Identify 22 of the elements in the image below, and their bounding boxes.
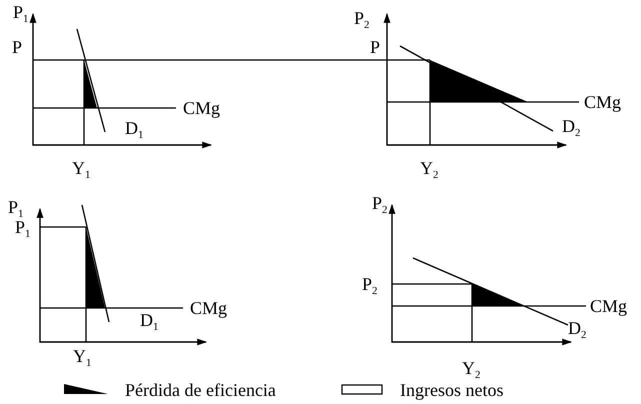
axis-label: D$_{2}$ <box>568 319 586 341</box>
axis-label: Y$_{1}$ <box>73 347 92 369</box>
axis-label: P$_{1}$ <box>8 198 24 220</box>
axis-label: D$_{1}$ <box>140 311 158 333</box>
legend-label: Pérdida de eficiencia <box>125 381 276 399</box>
axis-label: Y$_{2}$ <box>420 159 438 181</box>
axis-label: CMg <box>183 99 220 117</box>
axis-label: P <box>12 38 22 56</box>
axis-label: Y$_{1}$ <box>72 159 90 181</box>
axis-label: P$_{1}$ <box>13 3 28 25</box>
axis-label: CMg <box>590 297 628 315</box>
axis-label: P$_{2}$ <box>362 275 378 297</box>
legend-label: Ingresos netos <box>400 381 504 399</box>
axis-label: CMg <box>584 93 622 111</box>
axis-label: P$_{1}$ <box>15 218 30 240</box>
axis-label: D$_{2}$ <box>562 117 580 139</box>
axis-label: P <box>370 38 380 56</box>
axis-label: P$_{2}$ <box>354 9 370 31</box>
axis-label: D$_{1}$ <box>125 119 144 141</box>
axis-label: Y$_{2}$ <box>462 359 480 381</box>
axis-label: CMg <box>190 299 228 317</box>
axis-label: P$_{2}$ <box>372 194 388 216</box>
